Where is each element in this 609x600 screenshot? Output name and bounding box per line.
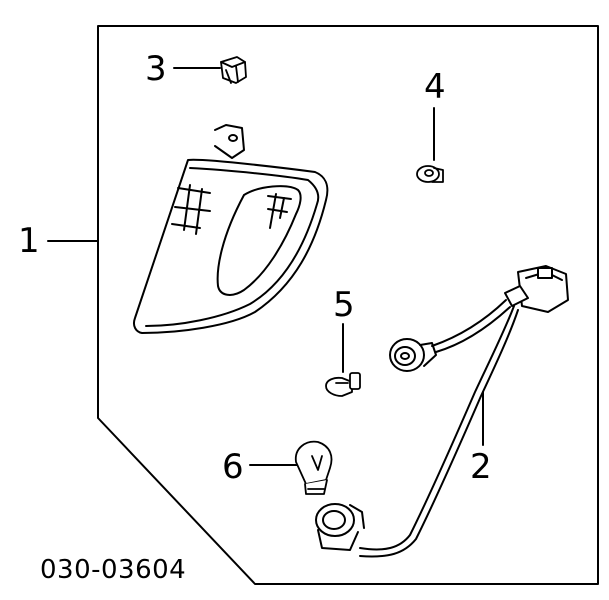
diagram-code-label: 030-03604	[40, 555, 187, 585]
callout-5: 5	[333, 285, 355, 325]
side-marker-lamp-part	[132, 124, 329, 334]
diagram-frame	[97, 25, 599, 585]
callout-2: 2	[470, 447, 492, 487]
clip-nut-part	[220, 56, 247, 84]
callout-6: 6	[222, 447, 244, 487]
wire-harness-part	[315, 265, 569, 558]
push-rivet-part	[416, 165, 444, 183]
callout-1: 1	[18, 221, 40, 261]
wedge-bulb-part	[325, 372, 361, 397]
bayonet-bulb-part	[294, 440, 333, 495]
callout-4: 4	[424, 67, 446, 107]
callout-3: 3	[145, 49, 167, 89]
